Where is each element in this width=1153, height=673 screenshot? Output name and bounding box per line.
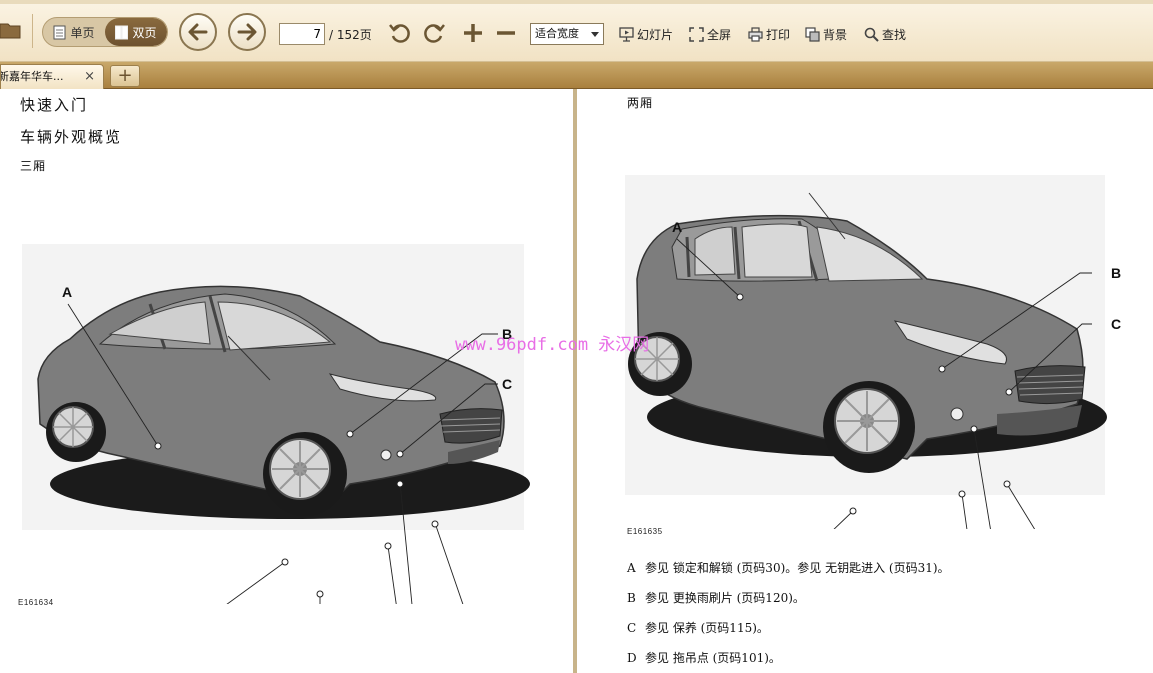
hatchback-figure: A B C D E F G [625,175,1121,529]
legend-item: B 参见 更换雨刷片 (页码120)。 [627,589,805,606]
double-page-icon [115,25,129,39]
zoom-select[interactable]: 适合宽度 [530,23,604,45]
rotate-left-icon [389,24,410,43]
section-heading: 车辆外观概览 [20,128,123,146]
fullscreen-label: 全屏 [707,28,732,42]
new-tab-button[interactable]: + [110,65,140,87]
legend-text: 参见 更换雨刷片 (页码120)。 [645,591,805,605]
callout-dot [396,450,404,458]
single-page-button[interactable]: 单页 [43,18,105,46]
legend-item: D 参见 拖吊点 (页码101)。 [627,649,781,666]
minus-icon [497,31,515,35]
legend-text: 参见 保养 (页码115)。 [645,621,769,635]
callout-dot [1003,480,1011,488]
callout-dot [346,430,354,438]
callout-b: B [1111,265,1121,281]
folder-icon [0,23,21,39]
slideshow-label: 幻灯片 [637,28,674,42]
sedan-car-illustration [37,285,505,516]
legend-text: 参见 拖吊点 (页码101)。 [645,651,781,665]
slideshow-button[interactable]: 幻灯片 [619,26,673,43]
legend-key: C [627,621,637,635]
tab-bar: 新嘉年华车... × + [0,62,1153,89]
callout-dot [316,590,324,598]
double-page-button[interactable]: 双页 [105,18,167,46]
chevron-down-icon [591,32,599,37]
rotate-right-button[interactable] [421,20,447,46]
background-button[interactable]: 背景 [805,26,847,43]
callout-dot [958,490,966,498]
legend-key: B [627,591,636,605]
callout-dot [1005,388,1013,396]
double-page-label: 双页 [132,25,157,40]
callout-c: C [1111,316,1121,332]
find-label: 查找 [882,28,907,42]
printer-icon [748,27,763,42]
callout-b: B [502,326,512,342]
callout-c: C [502,376,512,392]
single-page-label: 单页 [70,25,95,40]
toolbar: 单页 双页 7 / 152页 [0,0,1153,62]
rotate-right-icon [424,24,445,43]
close-icon[interactable]: × [84,69,95,84]
legend-text: 参见 锁定和解锁 (页码30)。参见 无钥匙进入 (页码31)。 [645,561,950,575]
page-heading: 快速入门 [20,96,89,114]
variant-label-hatchback: 两厢 [627,96,654,110]
arrow-left-icon [188,23,208,41]
figure-code-right: E161635 [627,527,663,536]
plus-icon [464,24,482,42]
fullscreen-icon [689,27,704,42]
background-label: 背景 [823,28,848,42]
zoom-out-button[interactable] [493,20,519,46]
single-page-icon [53,25,66,39]
page-number-input[interactable]: 7 [279,23,325,45]
open-folder-button[interactable] [0,20,22,40]
callout-a: A [62,284,72,300]
hatchback-car-illustration [628,214,1086,473]
legend-key: D [627,651,637,665]
callout-dot [154,442,162,450]
callout-dot [938,365,946,373]
callout-leaders [67,303,498,604]
arrow-right-icon [237,23,257,41]
zoom-select-value: 适合宽度 [535,27,579,40]
next-page-button[interactable] [228,13,266,51]
callout-dot [384,542,392,550]
antenna-line [227,335,271,381]
callout-a: A [672,219,682,235]
previous-page-button[interactable] [179,13,217,51]
slideshow-icon [619,27,634,42]
sedan-figure: A B C D E F G [22,244,530,604]
page-divider [573,89,577,673]
legend-item: A 参见 锁定和解锁 (页码30)。参见 无钥匙进入 (页码31)。 [627,559,950,576]
callout-leaders [676,238,1092,529]
variant-label-sedan: 三厢 [20,159,47,173]
antenna-line [808,192,846,240]
callout-dot [431,520,439,528]
tab-document[interactable]: 新嘉年华车... × [0,64,104,89]
figure-code-left: E161634 [18,598,54,607]
background-icon [805,27,820,42]
toolbar-separator [32,14,33,48]
legend-item: C 参见 保养 (页码115)。 [627,619,769,636]
tab-title: 新嘉年华车... [0,70,64,83]
document-viewer[interactable]: 快速入门 车辆外观概览 三厢 [0,89,1153,673]
print-button[interactable]: 打印 [748,26,790,43]
fullscreen-button[interactable]: 全屏 [689,26,731,43]
print-label: 打印 [766,28,791,42]
callout-dot [736,293,744,301]
zoom-in-button[interactable] [460,20,486,46]
callout-dot [396,480,404,488]
rotate-left-button[interactable] [387,20,413,46]
find-button[interactable]: 查找 [864,26,906,43]
legend-key: A [627,561,636,575]
callout-dot [281,558,289,566]
search-icon [864,27,879,42]
menu-strip [0,0,1153,4]
page-view-toggle: 单页 双页 [42,17,168,47]
callout-dot [970,425,978,433]
callout-dot [849,507,857,515]
page-total-label: / 152页 [329,28,372,42]
watermark: www.96pdf.com 永汉网 [455,335,650,355]
